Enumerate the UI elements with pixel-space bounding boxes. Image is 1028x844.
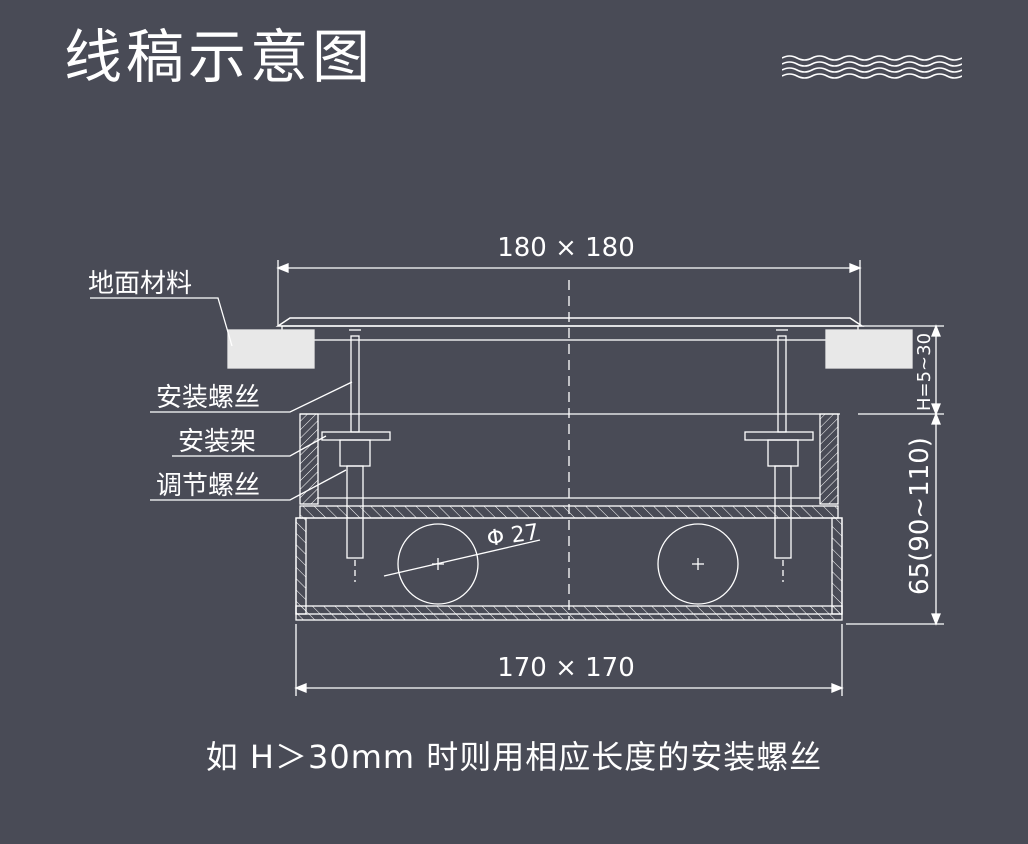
lower-body (295, 517, 843, 615)
height-small-label: H=5~30 (914, 333, 935, 411)
diameter-leader (383, 539, 541, 577)
floor-block-right (825, 329, 913, 369)
install-bracket-right (744, 431, 814, 441)
page-title: 线稿示意图 (64, 23, 375, 91)
install-screw-label: 安装螺丝 (156, 383, 260, 413)
housing-wall-right (819, 413, 839, 505)
adjust-screw-leader (150, 469, 347, 501)
bottom-dimension-label: 170 × 170 (497, 653, 635, 683)
lower-body-bottom (295, 605, 843, 621)
install-bracket-label: 安装架 (178, 427, 256, 457)
pipe-left (397, 523, 479, 605)
height-dimension-lines (846, 324, 944, 626)
pipe-right (657, 523, 739, 605)
top-dimension-line (276, 260, 862, 326)
housing-wall-left (299, 413, 319, 505)
install-bracket-left (321, 431, 391, 441)
floor-material-leader (90, 297, 233, 347)
top-dimension-label: 180 × 180 (497, 233, 635, 263)
cover-frame (281, 325, 859, 341)
wave-icon (782, 55, 962, 79)
lower-body-top-band (299, 505, 839, 519)
cover-plate (275, 317, 865, 327)
install-screw-left (350, 335, 360, 433)
install-screw-leader (150, 381, 353, 413)
pipe-diameter-label: Φ 27 (485, 520, 540, 552)
floor-block-left (227, 329, 315, 369)
installation-note: 如 H＞30mm 时则用相应长度的安装螺丝 (205, 738, 823, 776)
install-bracket-leader (172, 435, 327, 457)
install-screw-right (777, 335, 787, 433)
bottom-dimension-line (294, 624, 844, 696)
height-body-label: 65(90~110) (905, 437, 935, 595)
adjust-screw-label: 调节螺丝 (156, 471, 260, 501)
floor-material-label: 地面材料 (88, 269, 192, 299)
